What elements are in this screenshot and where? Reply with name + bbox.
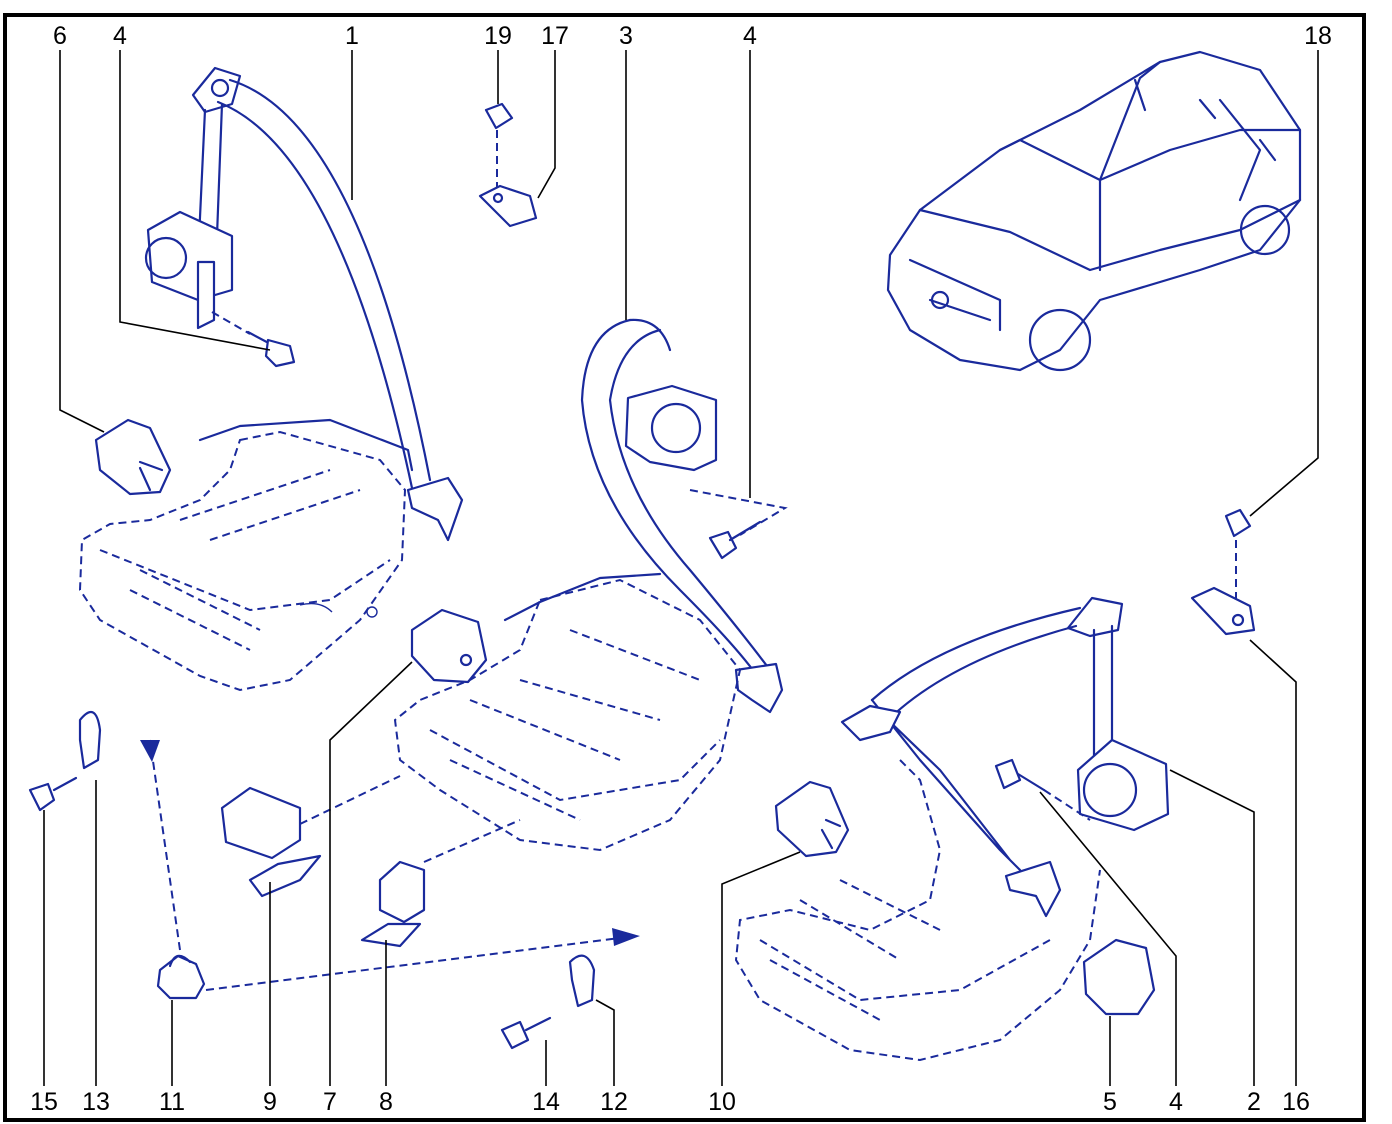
rear-left-buckle [220,775,401,898]
callout-15: 15 [30,1088,58,1116]
front-right-seat-belt [840,596,1170,918]
vehicle-location-illustration [886,50,1302,372]
rear-seat-frame [393,572,742,852]
callout-13: 13 [82,1088,110,1116]
callout-4: 4 [113,22,127,50]
upper-anchor-bolt-and-plate [478,102,538,228]
callout-14: 14 [532,1088,560,1116]
callout-12: 12 [600,1088,628,1116]
centre-anchor-ring-and-bolt [500,954,596,1050]
callout-2: 2 [1247,1088,1261,1116]
callout-labels: 6 4 1 19 17 3 4 18 15 13 11 9 7 8 14 12 … [30,22,1332,1116]
rear-left-buckle-cover [410,608,488,684]
callout-16: 16 [1282,1088,1310,1116]
front-left-seat-frame [78,418,414,692]
rear-anchor-fitting [140,739,640,1000]
front-right-buckle-cover [774,780,850,858]
callout-3: 3 [619,22,633,50]
left-anchor-ring-and-bolt [28,710,102,812]
front-left-buckle-cover [94,418,172,496]
callout-9: 9 [263,1088,277,1116]
diagram-border [3,13,1366,1122]
callout-19: 19 [484,22,512,50]
callout-1: 1 [345,22,359,50]
callout-11: 11 [159,1088,185,1116]
callout-8: 8 [379,1088,393,1116]
callout-4: 4 [743,22,757,50]
callout-4: 4 [1169,1088,1183,1116]
front-left-seat-belt [144,66,464,542]
rear-centre-seat-belt [580,318,788,714]
front-right-seat-frame [734,759,1101,1062]
callout-5: 5 [1103,1088,1117,1116]
callout-10: 10 [708,1088,736,1116]
callout-18: 18 [1304,22,1332,50]
front-right-lower-cover [1082,938,1156,1016]
callout-17: 17 [541,22,569,50]
rear-centre-buckle [360,819,521,948]
leader-lines [43,50,1319,1086]
right-anchor-bolt-and-plate [1190,508,1256,636]
callout-7: 7 [323,1088,337,1116]
callout-6: 6 [53,22,67,50]
